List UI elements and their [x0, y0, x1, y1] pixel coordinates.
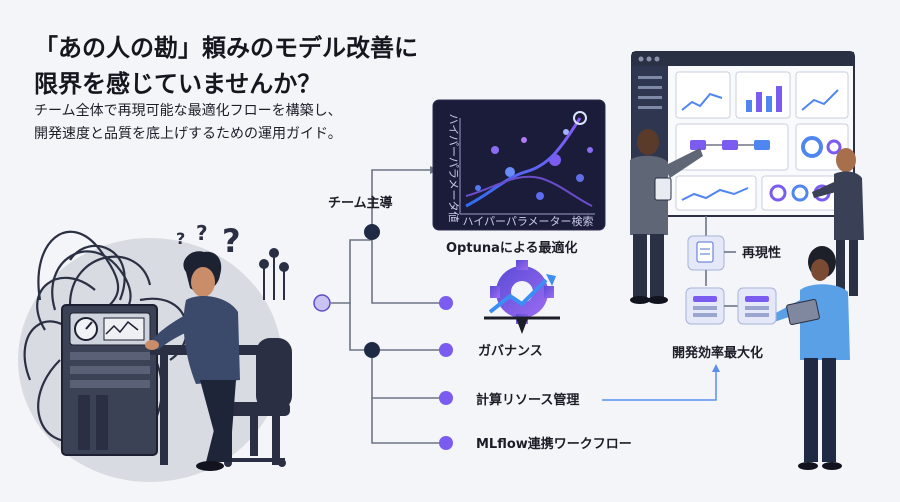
governance-bullet [439, 343, 453, 357]
optuna-trend-curve [465, 117, 582, 208]
svg-text:?: ? [222, 222, 241, 260]
headline-line-1: 「あの人の勘」頼みのモデル改善に [34, 34, 418, 62]
server-console [61, 304, 158, 456]
source-node [313, 294, 331, 312]
compute-label: 計算リソース管理 [476, 392, 579, 408]
svg-text:?: ? [176, 229, 185, 248]
junction-node [364, 342, 380, 358]
efficiency-label: 開発効率最大化 [672, 345, 763, 361]
mlflow-bullet [439, 436, 453, 450]
subheadline: チーム全体で再現可能な最適化フローを構築し、 開発速度と品質を底上げするための運… [34, 100, 342, 146]
efficiency-modules-icon [685, 287, 777, 325]
question-marks: ? ? ? [176, 221, 241, 260]
team-lead-node [364, 224, 380, 240]
headline: 「あの人の勘」頼みのモデル改善に 限界を感じていませんか？ [34, 30, 418, 102]
mlflow-label: MLflow連携ワークフロー [476, 436, 632, 452]
compute-bullet [439, 391, 453, 405]
svg-text:?: ? [196, 221, 208, 245]
governance-label: ガバナンス [478, 344, 543, 359]
console-antennas [259, 248, 289, 300]
presenter-man-figure [630, 129, 703, 304]
headline-line-2: 限界を感じていませんか？ [34, 70, 322, 98]
optuna-x-axis-label: ハイパーパラメーター検索 [462, 214, 593, 228]
optuna-bullet [439, 296, 453, 310]
governance-gear-icon [484, 260, 560, 334]
reproducibility-label: 再現性 [742, 245, 781, 261]
optuna-label: Optunaによる最適化 [446, 240, 577, 256]
subheadline-line-1: チーム全体で再現可能な最適化フローを構築し、 [34, 103, 342, 119]
optuna-secondary-curve [465, 175, 593, 207]
struggling-engineer-illustration: ? ? ? [18, 221, 292, 482]
subheadline-line-2: 開発速度と品質を底上げするための運用ガイド。 [34, 126, 342, 142]
presenter-woman-figure [812, 148, 864, 296]
engineer-figure [145, 251, 240, 471]
compute-to-efficiency-connector [602, 370, 717, 401]
optuna-scatter-points [475, 129, 593, 200]
compute-arrowhead [712, 364, 720, 372]
dashboard-screen [631, 51, 855, 217]
optuna-y-axis-label: ハイパーパラメータ値 [447, 113, 460, 222]
reproducibility-icon [687, 216, 736, 286]
tablet-woman-figure [770, 246, 850, 470]
optuna-optimum-point [573, 111, 587, 125]
team-lead-label: チーム主導 [328, 195, 393, 211]
optuna-panel: ハイパーパラメータ値 ハイパーパラメーター検索 [432, 99, 606, 231]
flow-connectors [331, 169, 440, 444]
